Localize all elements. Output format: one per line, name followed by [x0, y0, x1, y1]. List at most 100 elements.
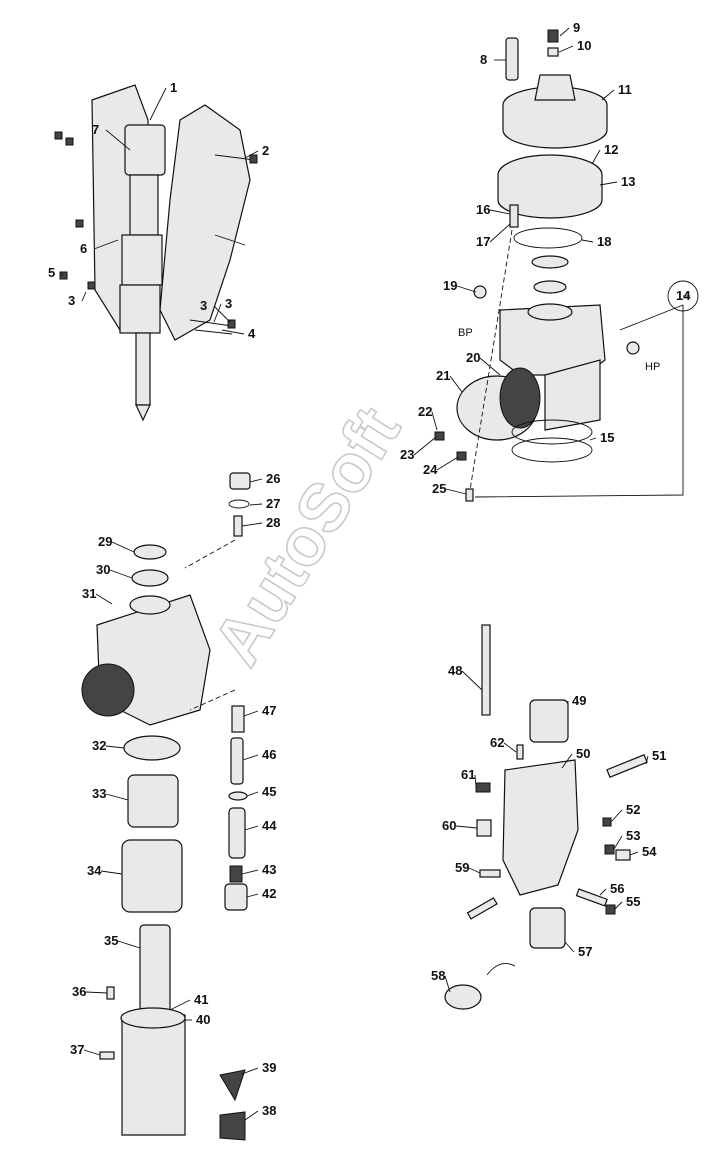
- leader-line: [241, 869, 259, 875]
- callout-number: 53: [626, 828, 640, 843]
- callout-number: 21: [436, 368, 450, 383]
- callout-number: 32: [92, 738, 106, 753]
- callout-number: 3: [225, 296, 232, 311]
- leader-line: [100, 870, 123, 875]
- leader-line: [117, 940, 141, 949]
- leader-line: [221, 329, 245, 335]
- callout-number: 26: [266, 471, 280, 486]
- leader-line: [474, 774, 477, 788]
- leader-line: [241, 522, 263, 527]
- callout-number: 54: [642, 844, 657, 859]
- part-30-seal: [131, 569, 169, 587]
- leader-line: [244, 150, 259, 159]
- leader-line: [242, 754, 259, 761]
- callout-number: 36: [72, 984, 86, 999]
- callout-number: 7: [92, 122, 99, 137]
- leader-line: [581, 239, 594, 243]
- callout-number: 2: [262, 143, 269, 158]
- leader-line: [449, 375, 463, 393]
- part-8-bolt: [505, 37, 519, 81]
- callout-number: 45: [262, 784, 276, 799]
- part-16-ring-lower: [511, 437, 593, 463]
- callout-number: 18: [597, 234, 611, 249]
- part-29-seal: [133, 544, 167, 560]
- body-bore: [129, 595, 171, 615]
- leader-line: [558, 45, 574, 53]
- leader-line: [610, 809, 623, 823]
- part-45-ring: [228, 791, 248, 801]
- ring-b: [533, 280, 567, 294]
- leader-line: [95, 593, 113, 605]
- part-47-spring: [231, 705, 245, 733]
- part-9-screw: [547, 29, 559, 43]
- callout-number: 28: [266, 515, 280, 530]
- axis-dash-25: [469, 229, 513, 491]
- leader-line: [503, 742, 517, 753]
- part-56-pin: [575, 888, 608, 907]
- callout-number: 1: [170, 80, 177, 95]
- leader-line: [445, 488, 467, 495]
- leader-line: [105, 129, 131, 151]
- part-36-pin: [106, 986, 115, 1000]
- loose-pin: [466, 897, 498, 920]
- leader-line: [489, 223, 511, 243]
- callout-number: 27: [266, 496, 280, 511]
- leader-line: [246, 893, 259, 898]
- leader-line: [591, 149, 601, 165]
- part-39-wedge: [219, 1069, 246, 1102]
- dash-47: [189, 689, 236, 711]
- leader-line: [111, 541, 135, 553]
- bolts-left: [54, 131, 96, 290]
- part-50-block: [502, 759, 579, 896]
- leader-line: [93, 239, 119, 250]
- part-43-spring: [229, 865, 243, 883]
- part-51-pin: [606, 754, 648, 778]
- callout-number: 30: [96, 562, 110, 577]
- callout-number: 19: [443, 278, 457, 293]
- callout-number: 51: [652, 748, 666, 763]
- ring-a: [531, 255, 569, 269]
- callout-number: 60: [442, 818, 456, 833]
- front-head: [119, 284, 161, 334]
- callout-number: 56: [610, 881, 624, 896]
- leader-line: [243, 710, 259, 717]
- part-41-ring: [120, 1007, 186, 1029]
- part-54-plug: [615, 849, 631, 861]
- part-53-screw: [604, 844, 615, 855]
- leader-15: [474, 304, 684, 498]
- callout-number: 48: [448, 663, 462, 678]
- leader-line: [246, 791, 259, 797]
- callout-number: 14: [676, 288, 691, 303]
- callout-number: 3: [200, 298, 207, 313]
- callout-number: 29: [98, 534, 112, 549]
- part-23-bolt: [434, 431, 445, 441]
- part-57-bushing: [529, 907, 566, 949]
- callout-number: 38: [262, 1103, 276, 1118]
- part-52-screw: [602, 817, 612, 827]
- callout-number: 3: [68, 293, 75, 308]
- body-gear: [81, 663, 135, 717]
- callout-number: 16: [476, 202, 490, 217]
- middle-body: [121, 234, 163, 286]
- callout-number: 25: [432, 481, 446, 496]
- part-40-front-head: [121, 1014, 186, 1136]
- callout-15-circle: [667, 280, 699, 312]
- callout-number: 55: [626, 894, 640, 909]
- leader-line: [85, 991, 108, 994]
- leader-line: [489, 209, 511, 215]
- part-14-oring: [513, 227, 583, 249]
- part-42-plug: [224, 883, 248, 911]
- callout-number: 43: [262, 862, 276, 877]
- callout-number: 37: [70, 1042, 84, 1057]
- part-32-bushing: [123, 735, 181, 761]
- part-13-seal-ring: [497, 175, 603, 219]
- part-28-plug: [233, 515, 243, 537]
- callout-number: 34: [87, 863, 102, 878]
- leader-line: [213, 305, 231, 323]
- part-61-bolt: [475, 782, 491, 793]
- leader-line: [169, 999, 191, 1011]
- part-27-oring: [228, 499, 250, 509]
- leader-line: [249, 503, 263, 506]
- dash-26: [184, 539, 236, 569]
